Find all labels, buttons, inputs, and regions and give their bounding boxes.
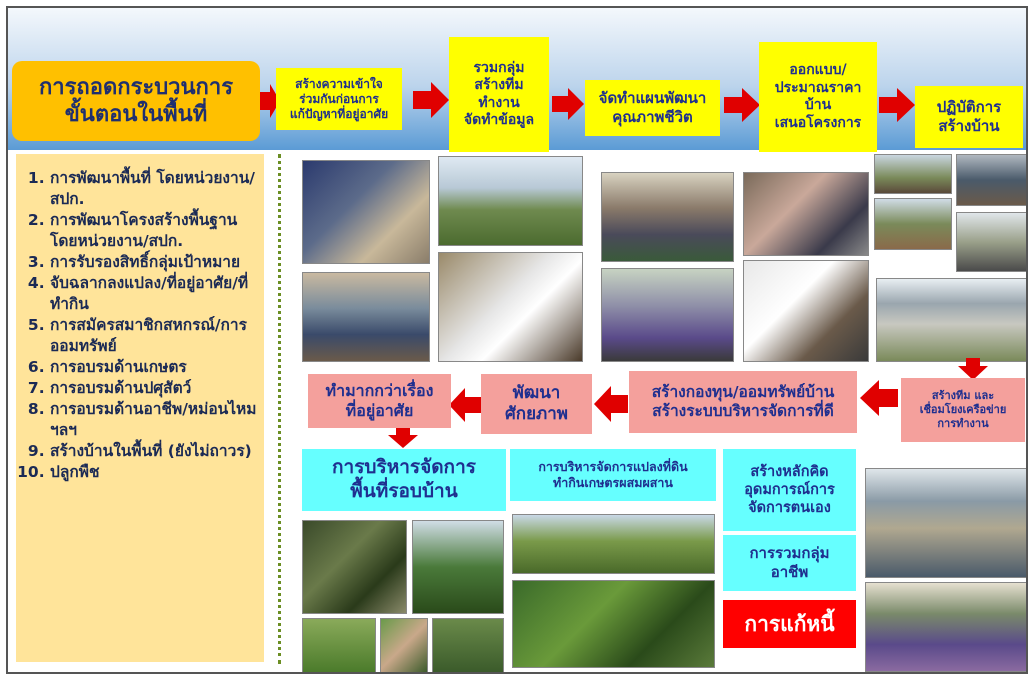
construction-photo — [874, 154, 952, 194]
process-title-line1: การถอดกระบวนการ — [38, 74, 234, 100]
community-meeting-photo — [601, 172, 734, 262]
self-line1: สร้างหลักคิด — [750, 463, 829, 480]
team-line2: เชื่อมโยงเครือข่าย — [919, 403, 1007, 417]
arrow-right-icon — [724, 88, 760, 122]
arrow-right-icon — [552, 88, 584, 120]
step5-line1: ปฏิบัติการ — [936, 98, 1002, 117]
document-photo — [438, 252, 583, 362]
develop-capacity-box: พัฒนา ศักยภาพ — [481, 374, 592, 434]
crop-field-photo — [512, 514, 715, 574]
process-title-box: การถอดกระบวนการ ขั้นตอนในพื้นที่ — [12, 61, 260, 141]
house-photo — [876, 278, 1026, 362]
process-title-line2: ขั้นตอนในพื้นที่ — [64, 102, 208, 127]
self-line2: อุดมการณ์การ — [744, 481, 835, 498]
fund-line1: สร้างกองทุน/ออมทรัพย์บ้าน — [651, 382, 835, 401]
step2-line1: รวมกลุ่ม — [473, 59, 525, 76]
step2-line4: จัดทำข้อมูล — [463, 112, 535, 128]
plot-management-box: การบริหารจัดการแปลงที่ดิน ทำกินเกษตรผสมผ… — [510, 449, 716, 501]
plant-rows-photo — [302, 618, 376, 672]
area-line1: การบริหารจัดการ — [332, 456, 476, 479]
occupation-line1: การรวมกลุ่ม — [749, 544, 830, 563]
team-line1: สร้างทีม และ — [931, 389, 995, 403]
arrow-right-icon — [879, 88, 915, 122]
activity-item: ปลูกพืช — [50, 462, 258, 483]
more-than-housing-box: ทำมากกว่าเรื่อง ที่อยู่อาศัย — [308, 374, 451, 428]
step1-line2: ร่วมกันก่อนการ — [299, 91, 379, 106]
shelter-photo — [956, 154, 1026, 206]
pond-photo — [302, 520, 407, 614]
step-design-house: ออกแบบ/ ประมาณราคา บ้าน เสนอโครงการ — [759, 42, 877, 152]
site-work-photo — [874, 198, 952, 250]
arrow-left-icon — [860, 380, 898, 416]
field-survey-photo — [438, 156, 583, 246]
step4-line4: เสนอโครงการ — [774, 114, 862, 131]
occupation-line2: อาชีพ — [770, 563, 809, 581]
village-gathering-photo — [865, 468, 1026, 578]
step1-line3: แก้ปัญหาที่อยู่อาศัย — [289, 106, 389, 121]
meeting-photo — [302, 160, 430, 264]
step1-line1: สร้างความเข้าใจ — [295, 76, 383, 91]
activity-item: การพัฒนาพื้นที่ โดยหน่วยงาน/สปก. — [50, 168, 258, 210]
team-line3: การทำงาน — [937, 416, 989, 430]
housing-line1: ทำมากกว่าเรื่อง — [325, 381, 434, 400]
activity-item: การพัฒนาโครงสร้างพื้นฐานโดยหน่วยงาน/สปก. — [50, 210, 258, 252]
arrow-left-icon — [594, 386, 628, 422]
dotted-divider — [278, 154, 281, 664]
step2-line3: ทำงาน — [478, 94, 520, 111]
housing-line2: ที่อยู่อาศัย — [345, 401, 414, 420]
arrow-down-icon — [958, 358, 988, 380]
step-life-quality-plan: จัดทำแผนพัฒนา คุณภาพชีวิต — [585, 80, 720, 136]
step-build-understanding: สร้างความเข้าใจ ร่วมกันก่อนการ แก้ปัญหาท… — [276, 68, 402, 130]
group-meeting-photo — [302, 272, 430, 362]
arrow-left-icon — [449, 388, 481, 422]
arrow-down-icon — [388, 428, 418, 448]
team-network-box: สร้างทีม และ เชื่อมโยงเครือข่าย การทำงาน — [901, 378, 1025, 442]
gardener-photo — [432, 618, 504, 672]
step2-line2: สร้างทีม — [474, 77, 524, 93]
step3-line1: จัดทำแผนพัฒนา — [598, 89, 707, 108]
step4-line1: ออกแบบ/ — [789, 62, 847, 78]
self-line3: จัดการตนเอง — [748, 500, 831, 517]
develop-line1: พัฒนา — [512, 382, 561, 403]
debt-label: การแก้หนี้ — [744, 611, 835, 636]
step-build-house: ปฏิบัติการ สร้างบ้าน — [915, 86, 1023, 148]
seated-crowd-photo — [601, 268, 734, 362]
vegetable-photo — [512, 580, 715, 668]
fund-line2: สร้างระบบบริหารจัดการที่ดี — [652, 402, 834, 420]
arrow-right-icon — [413, 82, 449, 118]
develop-line2: ศักยภาพ — [504, 404, 568, 424]
arrow-right-icon — [260, 84, 280, 118]
area-line2: พื้นที่รอบบ้าน — [350, 480, 458, 502]
step4-line2: ประมาณราคา — [774, 79, 862, 96]
whiteboard-photo — [743, 260, 869, 362]
fund-saving-box: สร้างกองทุน/ออมทรัพย์บ้าน สร้างระบบบริหา… — [629, 371, 857, 433]
step-form-team: รวมกลุ่ม สร้างทีม ทำงาน จัดทำข้อมูล — [449, 37, 549, 152]
area-management-box: การบริหารจัดการ พื้นที่รอบบ้าน — [302, 449, 506, 511]
plot-line2: ทำกินเกษตรผสมผสาน — [552, 475, 673, 490]
planning-session-photo — [743, 172, 869, 256]
activity-item: การรับรองสิทธิ์กลุ่มเป้าหมาย — [50, 252, 258, 273]
activity-item: การอบรมด้านเกษตร — [50, 357, 258, 378]
activity-item: จับฉลากลงแปลง/ที่อยู่อาศัย/ที่ทำกิน — [50, 273, 258, 315]
plot-line1: การบริหารจัดการแปลงที่ดิน — [538, 459, 688, 475]
self-management-box: สร้างหลักคิด อุดมการณ์การ จัดการตนเอง — [723, 449, 856, 531]
diagram-frame: การถอดกระบวนการ ขั้นตอนในพื้นที่ สร้างคว… — [6, 6, 1028, 674]
activity-item: การอบรมด้านปศุสัตว์ — [50, 378, 258, 399]
step3-line2: คุณภาพชีวิต — [612, 108, 693, 126]
activity-item: การสมัครสมาชิกสหกรณ์/การออมทรัพย์ — [50, 315, 258, 357]
occupation-group-box: การรวมกลุ่ม อาชีพ — [723, 535, 856, 591]
workers-photo — [956, 212, 1026, 272]
step4-line3: บ้าน — [804, 97, 832, 113]
debt-solving-box: การแก้หนี้ — [723, 600, 856, 648]
greenhouse-photo — [412, 520, 504, 614]
activity-list: การพัฒนาพื้นที่ โดยหน่วยงาน/สปก. การพัฒน… — [16, 154, 264, 662]
step5-line2: สร้างบ้าน — [938, 117, 1000, 135]
activity-item: สร้างบ้านในพื้นที่ (ยังไม่ถาวร) — [50, 441, 258, 462]
community-training-photo — [865, 582, 1026, 672]
activity-item: การอบรมด้านอาชีพ/หม่อนไหม ฯลฯ — [50, 399, 258, 441]
harvest-photo — [380, 618, 428, 672]
